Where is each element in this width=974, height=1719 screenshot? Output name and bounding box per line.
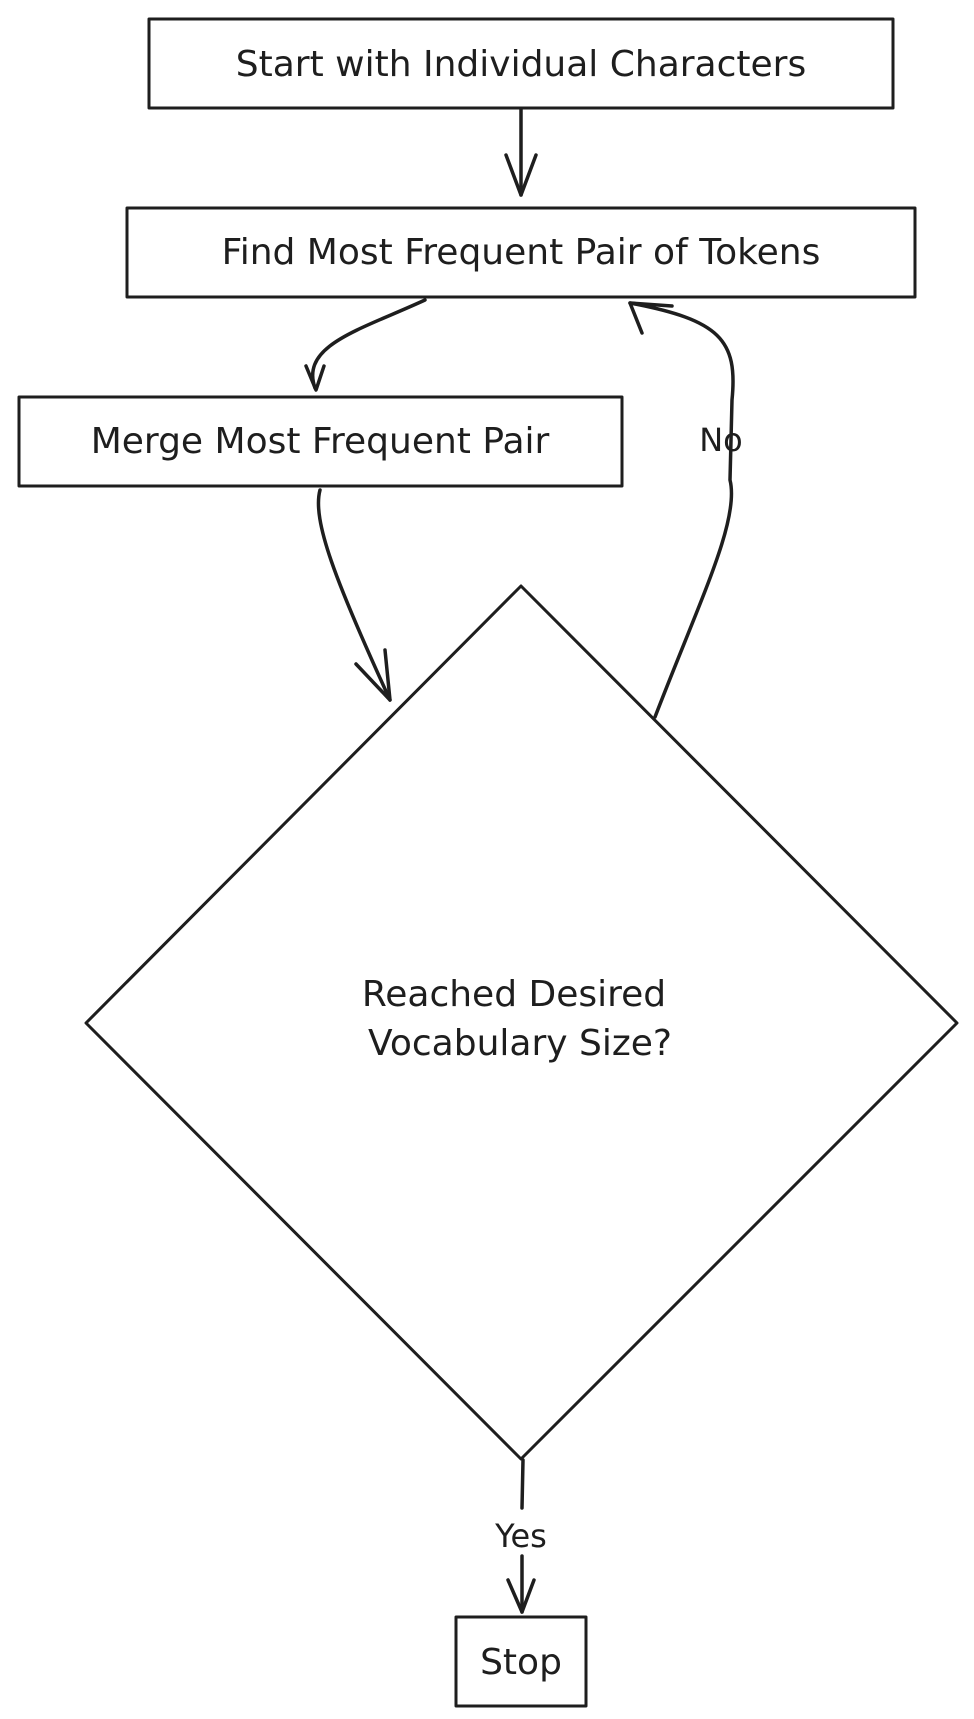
node-stop-label: Stop (480, 1642, 562, 1683)
edge-label-no: No (699, 421, 743, 459)
edge-start-to-find (504, 106, 538, 197)
edge-find-to-merge (304, 298, 427, 392)
edge-decision-to-stop-yes (506, 1458, 536, 1614)
edge-label-yes: Yes (494, 1517, 547, 1555)
node-start[interactable]: Start with Individual Characters (147, 17, 895, 110)
node-stop[interactable]: Stop (454, 1615, 588, 1708)
node-find-pair[interactable]: Find Most Frequent Pair of Tokens (125, 206, 917, 299)
node-decision[interactable]: Reached Desired Vocabulary Size? (84, 584, 959, 1461)
node-find-pair-label: Find Most Frequent Pair of Tokens (222, 232, 821, 273)
node-merge-pair-label: Merge Most Frequent Pair (91, 421, 550, 462)
node-start-label: Start with Individual Characters (236, 44, 806, 85)
node-decision-label-line2: Vocabulary Size? (368, 1023, 672, 1064)
node-decision-label-line1: Reached Desired (362, 974, 666, 1015)
node-merge-pair[interactable]: Merge Most Frequent Pair (17, 395, 624, 488)
edge-decision-to-find-no (628, 301, 735, 719)
edge-merge-to-decision (316, 488, 392, 702)
